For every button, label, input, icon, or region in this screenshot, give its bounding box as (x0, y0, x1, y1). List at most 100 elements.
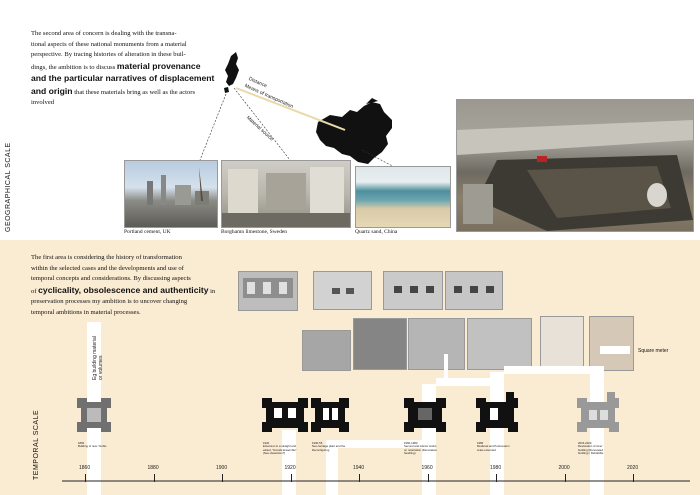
note-year: 1986 (477, 441, 484, 445)
emphasis-text: and origin (31, 85, 73, 96)
timeline-year-label: 1900 (216, 465, 228, 471)
volume-bar-1986 (490, 372, 504, 495)
temporal-paragraph-line: temporal ambitions in material processes… (31, 308, 246, 319)
geo-paragraph-line: perspective. By tracing histories of alt… (31, 50, 246, 61)
note-text: Second and interior works on restoration… (404, 444, 437, 456)
volume-bar-1920 (282, 430, 296, 495)
note-year: 2015-2020 (578, 441, 592, 445)
timeline-year-label: 1960 (421, 465, 433, 471)
timeline-tick (222, 474, 223, 482)
body-text: that these materials bring as well as th… (72, 88, 196, 96)
photo-limestone-quarry (221, 160, 351, 228)
uk-shape (224, 52, 239, 93)
archive-photo-interior-3 (467, 318, 532, 370)
archive-photo-interior-1 (353, 318, 407, 370)
body-text: preservation processes my ambition is to… (31, 298, 188, 305)
plan-1935 (311, 398, 349, 432)
temporal-paragraph: The first area is considering the histor… (31, 253, 246, 318)
note-year: 1930-55 (312, 441, 323, 445)
photo-modern-interior (589, 316, 634, 371)
timeline-tick (427, 474, 429, 482)
temporal-paragraph-line: temporal concepts and considerations. By… (31, 274, 246, 285)
body-text: of (31, 287, 39, 295)
geo-paragraph-line: tional aspects of these national monumen… (31, 40, 246, 51)
plan-1866 (77, 398, 111, 432)
archive-photo-gallery-hall (238, 271, 298, 311)
timeline-year-label: 1860 (79, 465, 91, 471)
photo-construction-site (456, 99, 694, 232)
transport-route (235, 87, 346, 131)
plan-1986 (476, 392, 518, 432)
emphasis-text: and the particular narratives of displac… (31, 73, 215, 83)
body-text: involved (31, 99, 55, 106)
volume-bar-2015 (590, 366, 604, 495)
temporal-paragraph-line: preservation processes my ambition is to… (31, 297, 246, 308)
note-year: 1920 (263, 441, 270, 445)
body-text: The first area is considering the histor… (31, 254, 182, 261)
volume-connector-1 (338, 440, 422, 448)
caption-limestone: Borghamn limestone, Sweden (221, 229, 288, 235)
photo-modern-gallery (540, 316, 584, 370)
body-text: temporal concepts and considerations. By… (31, 275, 191, 282)
body-text: tional aspects of these national monumen… (31, 40, 187, 48)
volume-axis-label-2: or volumes (98, 355, 104, 380)
photo-quartz-sand (355, 166, 451, 228)
timeline-year-label: 1980 (490, 465, 502, 471)
caption-cement: Portland cement, UK (124, 229, 171, 235)
archive-photo-room-3 (445, 271, 503, 310)
note-text: Extension in a straight and edited, "Gra… (263, 444, 297, 456)
note-year: 1866 (78, 441, 85, 445)
temporal-paragraph-line: The first area is considering the histor… (31, 253, 246, 264)
archive-photo-room-2 (383, 271, 443, 310)
square-meter-label: Square meter (638, 348, 669, 354)
provenance-map (199, 52, 401, 171)
body-text: within the selected cases and the develo… (31, 264, 184, 272)
geo-paragraph-line: dings, the ambition is to discuss materi… (31, 61, 246, 74)
body-text: perspective. By tracing histories of alt… (31, 51, 186, 58)
volume-bar-top (600, 346, 630, 354)
emphasis-text: material provenance (116, 60, 201, 71)
timeline-year-label: 2000 (558, 465, 570, 471)
timeline-year-label: 2020 (627, 465, 639, 471)
geo-paragraph-line: The second area of concern is dealing wi… (31, 29, 246, 40)
volume-connector-2 (436, 378, 502, 386)
volume-bar-1965 (422, 384, 436, 495)
note-year: 1960-1980 (404, 441, 418, 445)
timeline-year-label: 1940 (353, 465, 365, 471)
caption-quartz: Quartz sand, China (355, 229, 398, 235)
timeline-year-label: 1880 (147, 465, 159, 471)
geo-paragraph-line: involved (31, 98, 246, 109)
body-text: dings, the ambition is to discuss (31, 63, 117, 71)
archive-photo-interior-2 (408, 318, 465, 370)
plan-1920 (262, 398, 308, 432)
plan-1965 (404, 398, 446, 432)
note-text: Medieval and Postmodern scale extended (477, 444, 510, 452)
leader-line-uk (199, 93, 227, 161)
timeline-tick (496, 474, 497, 482)
temporal-paragraph-line: within the selected cases and the develo… (31, 264, 246, 275)
timeline-tick (633, 474, 634, 482)
timeline-tick (564, 474, 566, 482)
body-text: temporal ambitions in material processes… (31, 308, 141, 316)
timeline-diagram (62, 322, 690, 495)
note-text: Restoration of inner building (Renovated… (578, 444, 604, 456)
temporal-paragraph-line: of cyclicality, obsolescence and authent… (31, 285, 246, 298)
note-text: Building of new / Nobis (78, 444, 107, 449)
archive-photo-room-1 (313, 271, 372, 310)
geo-paragraph-line: and the particular narratives of displac… (31, 73, 246, 86)
emphasis-text: cyclicality, obsolescence and authentici… (38, 284, 209, 295)
volume-connector-3 (504, 366, 600, 374)
timeline-tick (153, 474, 155, 482)
leader-line-sweden (233, 87, 291, 161)
archive-photo-arches (302, 330, 351, 371)
geographical-paragraph: The second area of concern is dealing wi… (31, 29, 246, 109)
plan-2015 (577, 392, 619, 432)
volume-connector-4 (444, 354, 448, 384)
timeline-year-label: 1920 (284, 465, 296, 471)
note-text: Neo-heritage plant and the Reconfiguring (312, 444, 346, 452)
